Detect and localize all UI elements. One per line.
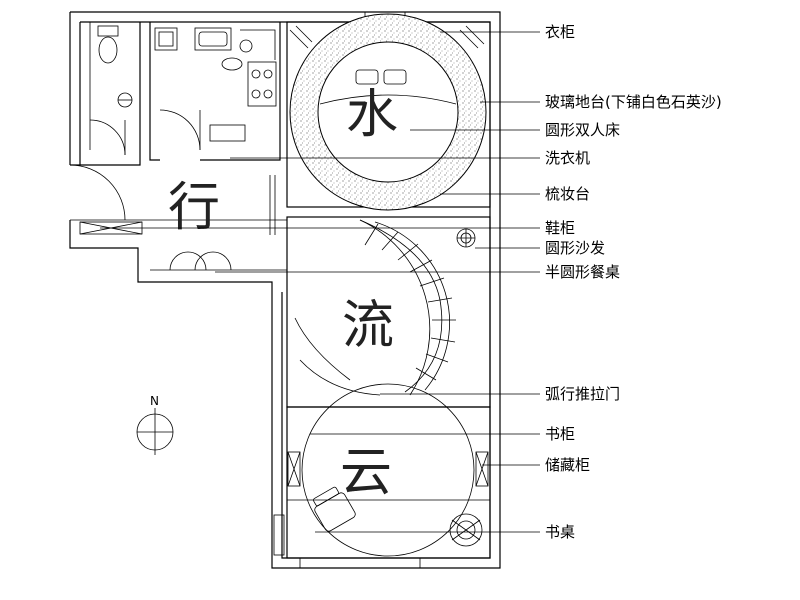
label-wardrobe: 衣柜	[545, 23, 575, 41]
bedroom-area: 水	[286, 11, 491, 211]
label-dresser: 梳妆台	[545, 185, 590, 203]
storage-cabinet-left	[287, 451, 301, 487]
north-arrow: N	[136, 394, 174, 455]
label-glass-platform: 玻璃地台(下铺白色石英沙)	[545, 93, 722, 111]
floor-drain-icon	[117, 92, 133, 108]
chair-icon	[313, 486, 356, 532]
glass-platform	[289, 13, 487, 211]
bed-pillows	[355, 69, 407, 85]
label-arc-door: 弧行推拉门	[545, 385, 620, 403]
round-sofa	[359, 219, 456, 396]
bathroom-area	[80, 22, 281, 166]
char-walk: 行	[168, 178, 220, 238]
label-bookcase: 书柜	[545, 425, 575, 443]
corridor-area: 行	[69, 164, 288, 300]
label-round-bed: 圆形双人床	[545, 121, 620, 139]
char-water: 水	[346, 85, 398, 145]
char-cloud: 云	[340, 443, 392, 503]
laundry-area	[154, 27, 277, 142]
wardrobe-hatch	[289, 25, 485, 49]
arc-sliding-door	[299, 359, 381, 396]
storage-cabinet-right	[475, 451, 489, 487]
plant-icon	[449, 513, 483, 547]
living-area: 流	[286, 216, 491, 408]
label-washer: 洗衣机	[545, 149, 590, 167]
label-shoe-cabinet: 鞋柜	[545, 219, 575, 237]
person-icon	[221, 39, 253, 71]
stove-icon	[247, 61, 277, 107]
label-storage: 储藏柜	[545, 456, 590, 474]
study-circle	[301, 383, 475, 557]
north-label: N	[150, 394, 159, 408]
label-desk: 书桌	[545, 523, 575, 541]
toilet-icon	[97, 25, 119, 64]
char-flow: 流	[342, 296, 394, 356]
lamp-icon	[456, 228, 476, 248]
label-half-table: 半圆形餐桌	[545, 263, 620, 281]
annotation-labels: 衣柜 玻璃地台(下铺白色石英沙) 圆形双人床 洗衣机 梳妆台 鞋柜 圆形沙发 半…	[545, 23, 722, 541]
sink-icon	[194, 27, 232, 51]
study-area: 云	[273, 383, 491, 569]
label-round-sofa: 圆形沙发	[545, 239, 605, 257]
leader-lines	[100, 31, 540, 533]
washing-machine-icon	[154, 27, 178, 51]
